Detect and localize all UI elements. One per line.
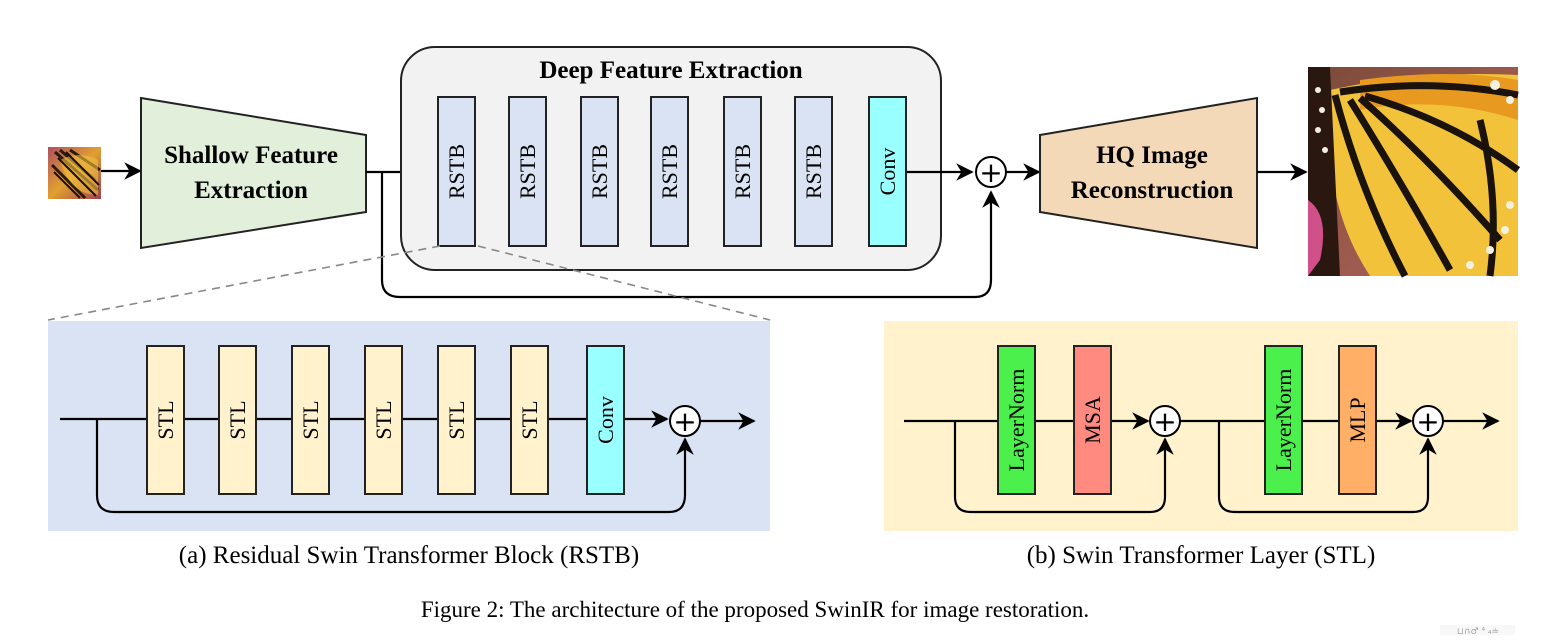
rstb-block-3: RSTB (580, 96, 619, 247)
panel-a-blocks-group: STL STL STL STL STL STL Conv (146, 345, 625, 495)
layernorm-block-1-rect (997, 345, 1036, 495)
deep-blocks-group: RSTB RSTB RSTB RSTB RSTB RSTB Conv (437, 96, 907, 247)
stl-block-3: STL (291, 345, 330, 495)
rstb-block-3-label: RSTB (587, 144, 612, 199)
stl-block-1-rect (146, 345, 185, 495)
layernorm-block-2-label: LayerNorm (1271, 369, 1296, 472)
watermark-glyphs: ⊔∩♂ ⁴ ₄≐ (1440, 625, 1515, 637)
rstb-block-1-label: RSTB (444, 144, 469, 199)
panel-a-conv-block-label: Conv (593, 396, 618, 444)
stl-block-5-rect (437, 345, 476, 495)
global-skip-connection (380, 172, 1000, 299)
mlp-block: MLP (1338, 345, 1377, 495)
stl-block-2-label: STL (225, 400, 250, 439)
deep-feature-title: Deep Feature Extraction (539, 57, 802, 84)
plus-icon: + (1153, 405, 1176, 438)
panel-b-add-node-1: + (1149, 405, 1181, 438)
plus-icon: + (1416, 405, 1439, 438)
mlp-block-label: MLP (1345, 397, 1370, 442)
rstb-block-5: RSTB (723, 96, 762, 247)
stl-block-4-label: STL (371, 400, 396, 439)
stl-block-4: STL (364, 345, 403, 495)
layernorm-block-2-rect (1264, 345, 1303, 495)
deep-conv-block-label: Conv (875, 148, 900, 196)
stl-block-5: STL (437, 345, 476, 495)
hq-label-line2: Reconstruction (1071, 177, 1234, 204)
mlp-block-rect (1338, 345, 1377, 495)
layernorm-block-1: LayerNorm (997, 345, 1036, 495)
output-hq-image (1308, 67, 1521, 278)
panel-b-skip-connection-1 (953, 421, 1174, 514)
panel-a-conv-block: Conv (586, 345, 625, 495)
panel-b-blocks-group: LayerNorm MSA LayerNorm MLP (997, 345, 1377, 495)
figure-caption: Figure 2: The architecture of the propos… (421, 597, 1089, 622)
shallow-label-line1: Shallow Feature (164, 142, 338, 169)
rstb-block-4-rect (650, 96, 689, 247)
stl-block-5-label: STL (444, 400, 469, 439)
rstb-block-2: RSTB (508, 96, 547, 247)
deep-conv-block: Conv (868, 96, 907, 247)
stl-block-3-label: STL (298, 400, 323, 439)
rstb-block-6-label: RSTB (801, 144, 826, 199)
stl-block-6-label: STL (517, 400, 542, 439)
stl-block-6: STL (510, 345, 549, 495)
input-lq-image (48, 147, 101, 200)
global-add-node: + (975, 156, 1007, 189)
rstb-block-1-rect (437, 96, 476, 247)
rstb-block-6: RSTB (794, 96, 833, 247)
hq-label-line1: HQ Image (1096, 142, 1208, 169)
plus-icon: + (979, 156, 1002, 189)
rstb-block-5-label: RSTB (730, 144, 755, 199)
msa-block-label: MSA (1080, 396, 1105, 444)
panel-b-skip-connection-2 (1217, 421, 1437, 514)
stl-block-4-rect (364, 345, 403, 495)
msa-block-rect (1073, 345, 1112, 495)
layernorm-block-1-label: LayerNorm (1004, 369, 1029, 472)
layernorm-block-2: LayerNorm (1264, 345, 1303, 495)
rstb-block-4-label: RSTB (657, 144, 682, 199)
stl-block-1: STL (146, 345, 185, 495)
rstb-block-2-rect (508, 96, 547, 247)
shallow-feature-extraction-block (140, 96, 367, 250)
hq-image-reconstruction-block (1039, 96, 1258, 250)
svg-text:⊔∩♂ ⁴ ₄≐: ⊔∩♂ ⁴ ₄≐ (1457, 627, 1499, 637)
panel-a-conv-block-rect (586, 345, 625, 495)
stl-block-2-rect (218, 345, 257, 495)
shallow-label-line2: Extraction (194, 177, 308, 204)
rstb-block-3-rect (580, 96, 619, 247)
rstb-block-2-label: RSTB (515, 144, 540, 199)
rstb-block-1: RSTB (437, 96, 476, 247)
panel-a-skip-connection (95, 419, 694, 514)
panel-b-caption: (b) Swin Transformer Layer (STL) (1027, 542, 1376, 569)
stl-block-2: STL (218, 345, 257, 495)
stl-block-3-rect (291, 345, 330, 495)
panel-a-caption: (a) Residual Swin Transformer Block (RST… (179, 542, 639, 569)
deep-conv-block-rect (868, 96, 907, 247)
rstb-block-4: RSTB (650, 96, 689, 247)
rstb-block-6-rect (794, 96, 833, 247)
panel-b-add-node-2: + (1412, 405, 1444, 438)
rstb-block-5-rect (723, 96, 762, 247)
msa-block: MSA (1073, 345, 1112, 495)
zoom-indicator-left (47, 245, 441, 321)
plus-icon: + (673, 405, 696, 438)
panel-a-add-node: + (669, 405, 701, 438)
stl-block-1-label: STL (153, 400, 178, 439)
stl-block-6-rect (510, 345, 549, 495)
